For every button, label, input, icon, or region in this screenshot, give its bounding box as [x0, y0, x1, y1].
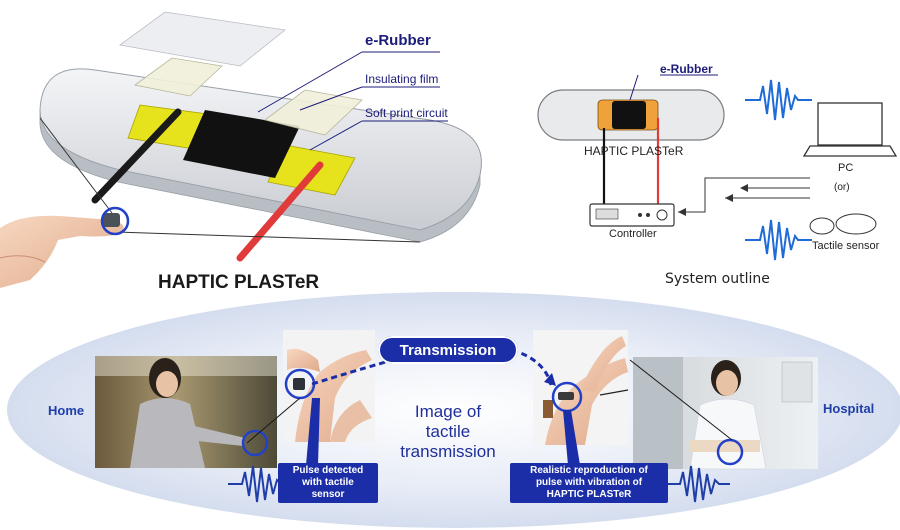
callout-left-line-3: sensor — [311, 489, 345, 500]
callout-right-line-2: pulse with vibration of — [535, 477, 643, 488]
hospital-photo — [633, 357, 818, 470]
home-label: Home — [48, 403, 85, 418]
tactile-sensor-label: Tactile sensor — [812, 240, 880, 252]
system-outline-caption: System outline — [665, 271, 770, 287]
callout-pulse-detected: Pulse detected with tactile sensor — [278, 463, 378, 503]
transmission-pill: Transmission — [378, 336, 518, 364]
zoom-line-bottom — [115, 231, 421, 243]
center-caption-line-2: tactile — [425, 422, 471, 441]
finger-photo — [0, 206, 130, 288]
haptic-plaster-title: HAPTIC PLASTeR — [158, 272, 320, 293]
or-label: (or) — [834, 182, 850, 193]
controller-label: Controller — [609, 228, 657, 240]
wrist-sensor-photo — [283, 330, 375, 442]
insulating-film-label: Insulating film — [365, 72, 439, 86]
zoom-line-top — [39, 117, 113, 214]
transmission-label: Transmission — [399, 341, 497, 359]
callout-right-line-1: Realistic reproduction of — [530, 465, 648, 476]
home-photo — [95, 356, 277, 468]
callout-right-line-3: HAPTIC PLASTeR — [546, 489, 632, 500]
pc-label: PC — [838, 162, 854, 174]
callout-left-line-1: Pulse detected — [292, 465, 364, 476]
center-caption-line-3: transmission — [400, 442, 496, 461]
system-outline-diagram — [537, 74, 898, 261]
plaster-exploded-view — [39, 11, 482, 262]
callout-left-line-2: with tactile — [302, 477, 354, 488]
soft-print-circuit-label: Soft print circuit — [365, 106, 448, 120]
center-caption-line-1: Image of — [414, 402, 482, 421]
hospital-label: Hospital — [823, 401, 875, 416]
center-caption: Image of tactile transmission — [390, 402, 506, 462]
system-e-rubber-label: e-Rubber — [660, 62, 713, 76]
system-device-label: HAPTIC PLASTeR — [584, 144, 684, 158]
e-rubber-label: e-Rubber — [365, 32, 431, 49]
callout-realistic-reproduction: Realistic reproduction of pulse with vib… — [510, 463, 668, 503]
wrist-plaster-photo — [533, 330, 629, 445]
